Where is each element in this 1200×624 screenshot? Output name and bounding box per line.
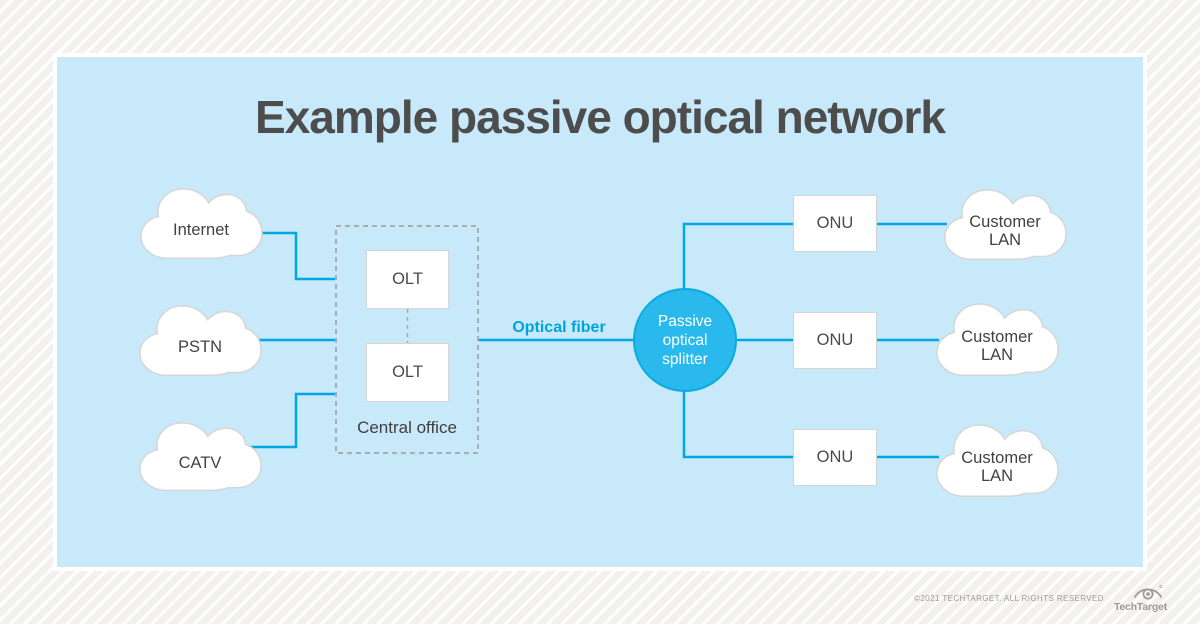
onu-label-1: ONU (816, 214, 854, 232)
catv-cloud: CATV (136, 422, 264, 494)
onu-label-2: ONU (816, 331, 854, 349)
onu-box-3: ONU (793, 429, 877, 486)
central-office-box (335, 225, 479, 454)
olt-box-1: OLT (366, 250, 449, 309)
connector-lines (239, 222, 947, 459)
passive-optical-splitter: Passive optical splitter (633, 288, 737, 392)
customer-lan-cloud-3: Customer LAN (933, 424, 1061, 500)
onu-label-3: ONU (816, 448, 854, 466)
onu-box-1: ONU (793, 195, 877, 252)
customer-lan-cloud-1: Customer LAN (941, 189, 1069, 263)
diagram-panel: Example passive optical network (57, 57, 1143, 567)
eye-icon (1134, 585, 1163, 600)
copyright-text: ©2021 TECHTARGET. ALL RIGHTS RESERVED (914, 594, 1104, 603)
catv-connector (239, 392, 335, 449)
catv-cloud-label: CATV (178, 453, 222, 472)
central-office-label: Central office (357, 418, 457, 437)
customer-lan-label-3: Customer LAN (961, 448, 1033, 485)
internet-connector (257, 231, 335, 281)
page-title: Example passive optical network (255, 91, 946, 143)
customer-lan-label-2: Customer LAN (961, 327, 1033, 364)
pstn-cloud-label: PSTN (177, 337, 222, 356)
olt-label-2: OLT (392, 363, 423, 381)
footer: ©2021 TECHTARGET. ALL RIGHTS RESERVED Te… (914, 584, 1167, 613)
customer-lan-label-1: Customer LAN (969, 212, 1041, 249)
pstn-cloud: PSTN (136, 305, 264, 379)
optical-fiber-label: Optical fiber (512, 319, 606, 336)
onu-box-2: ONU (793, 312, 877, 369)
olt-label-1: OLT (392, 270, 423, 288)
internet-cloud-label: Internet (173, 220, 229, 239)
internet-cloud: Internet (137, 188, 265, 262)
techtarget-logo: TechTarget (1114, 584, 1167, 613)
olt-box-2: OLT (366, 343, 449, 402)
diagram-panel-frame: Example passive optical network (53, 53, 1147, 571)
techtarget-wordmark: TechTarget (1113, 601, 1167, 613)
customer-lan-cloud-2: Customer LAN (933, 303, 1061, 379)
